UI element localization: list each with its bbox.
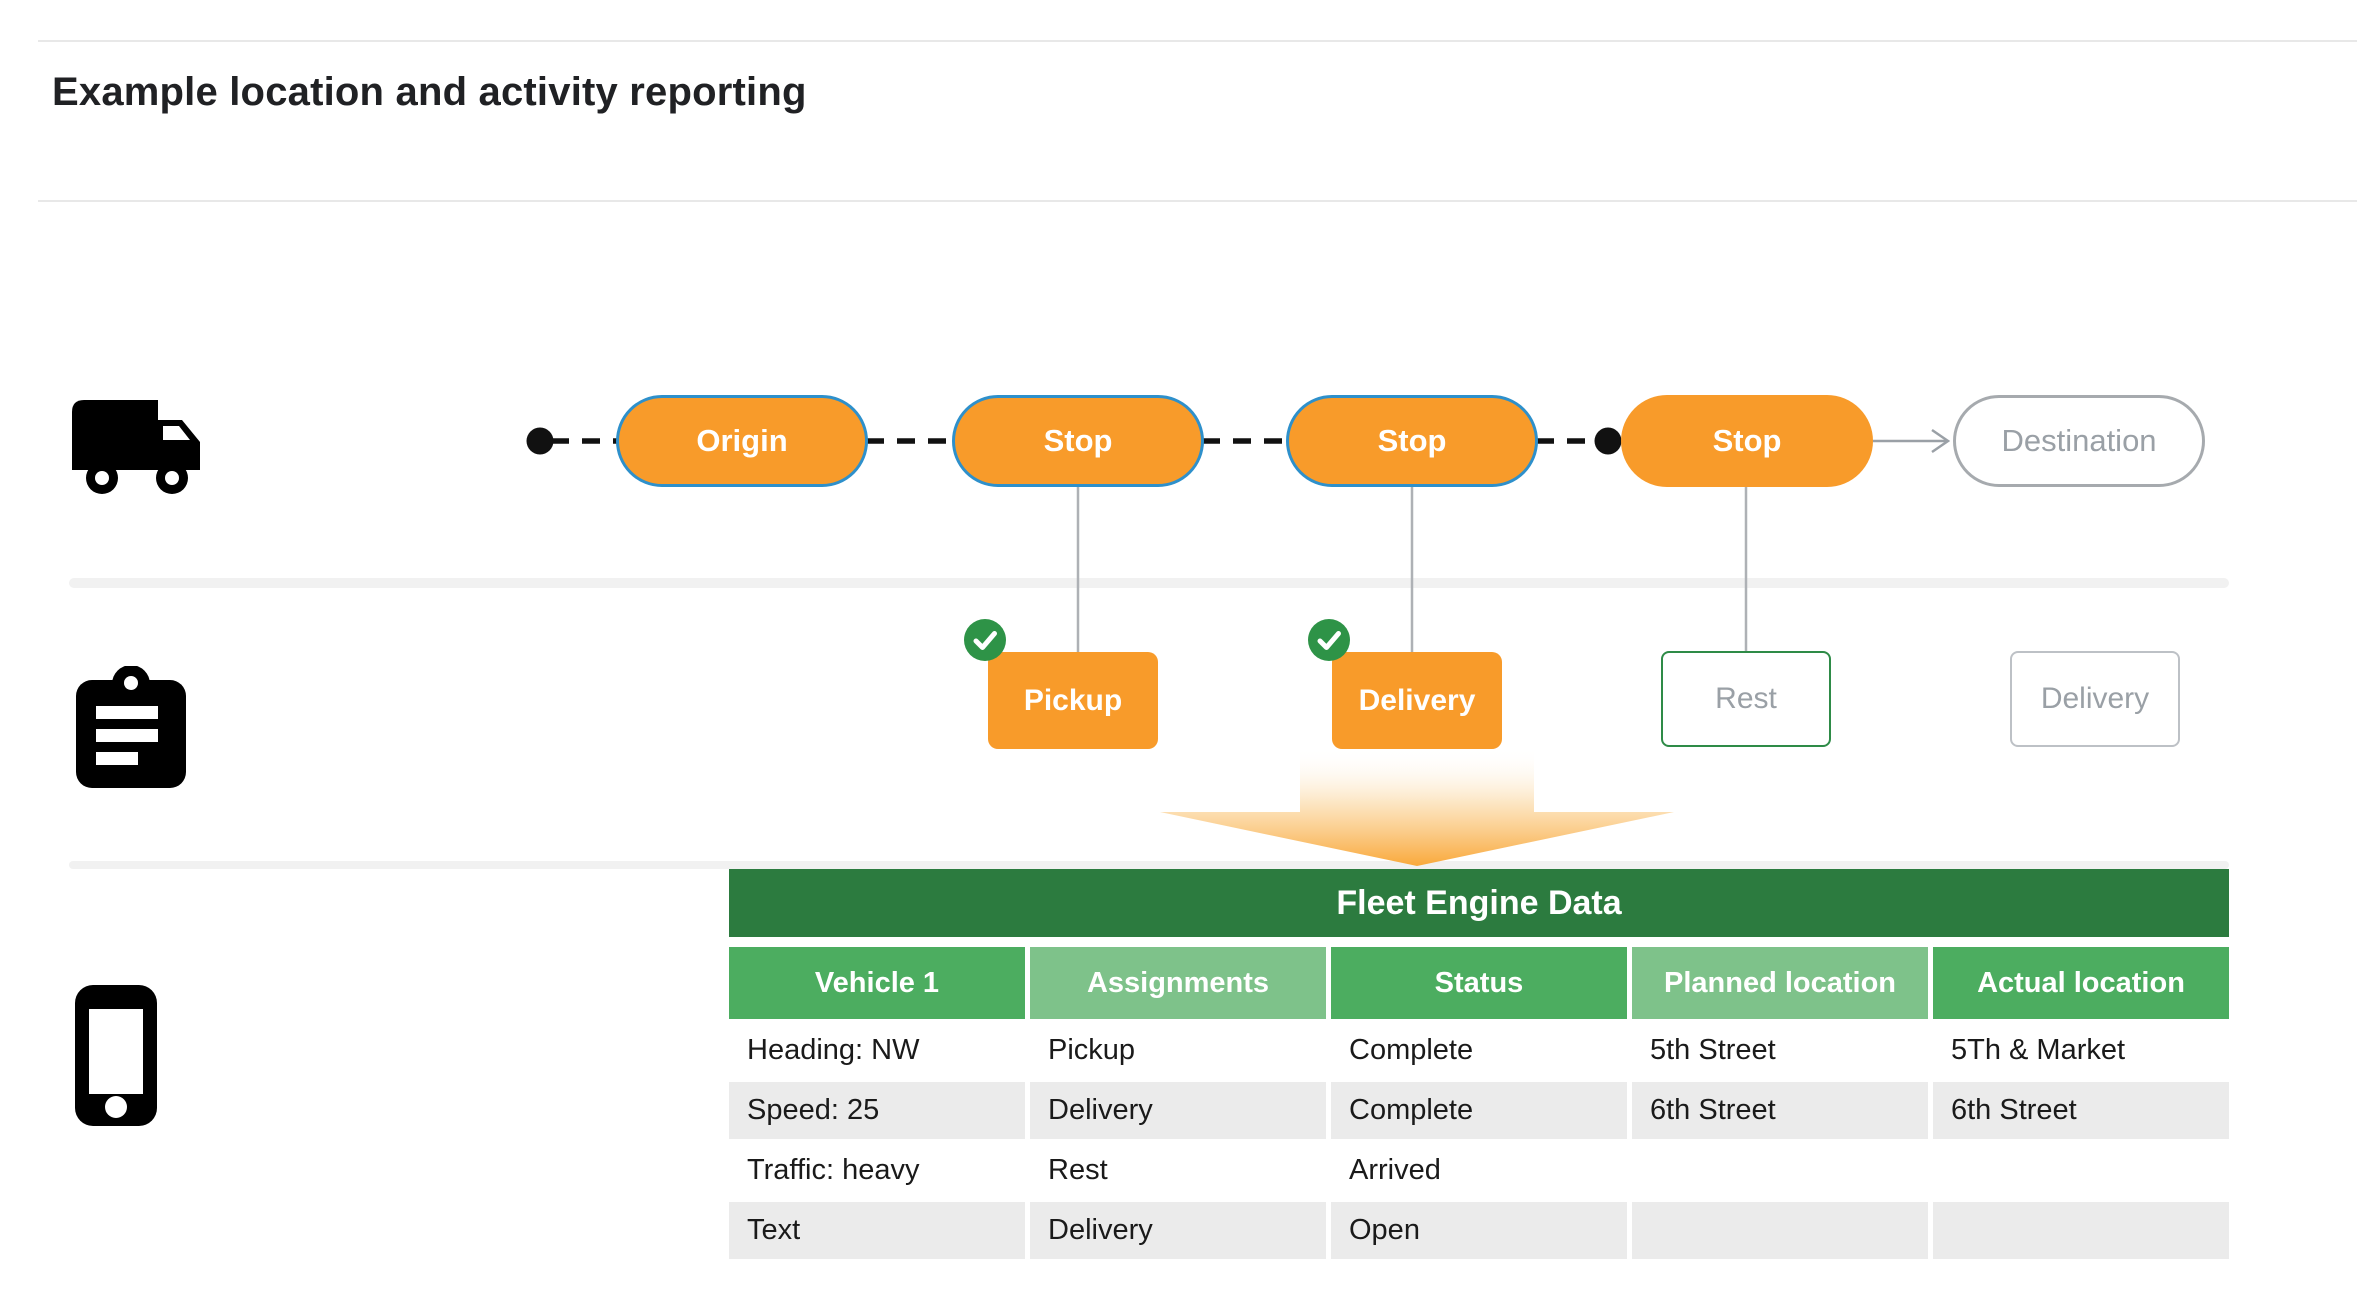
activity-label: Pickup <box>1023 683 1123 717</box>
phone-icon <box>75 985 157 1126</box>
activity-label: Rest <box>1715 682 1777 715</box>
activity-delivery-2: Delivery <box>2010 651 2180 747</box>
route-node-destination: Destination <box>1953 395 2205 487</box>
table-title: Fleet Engine Data <box>729 869 2229 937</box>
route-node-stop-3: Stop <box>1621 395 1873 487</box>
table-cell: Speed: 25 <box>729 1082 1025 1139</box>
route-node-label: Destination <box>2001 423 2157 458</box>
table-column-header: Actual location <box>1933 947 2229 1019</box>
table-cell <box>1933 1202 2229 1259</box>
route-start-dot <box>526 427 554 455</box>
route-node-origin: Origin <box>616 395 868 487</box>
table-column-header: Planned location <box>1632 947 1928 1019</box>
route-node-label: Stop <box>1377 423 1447 458</box>
route-node-label: Stop <box>1043 423 1113 458</box>
table-cell: Rest <box>1048 1154 1108 1186</box>
clipboard-icon <box>76 666 186 788</box>
section-divider <box>69 578 2229 588</box>
table-cell: Pickup <box>1048 1034 1136 1066</box>
table-cell: Heading: NW <box>747 1034 920 1066</box>
table-column-header: Status <box>1331 947 1627 1019</box>
table-cell <box>1632 1142 1928 1199</box>
section-divider <box>69 861 2229 869</box>
table-cell: Traffic: heavy <box>747 1154 920 1186</box>
table-cell: 5Th & Market <box>1951 1034 2126 1066</box>
activity-pickup: Pickup <box>988 652 1158 749</box>
route-node-label: Origin <box>696 423 788 458</box>
table-cell: 5th Street <box>1650 1034 1776 1066</box>
activity-delivery-1: Delivery <box>1332 652 1502 749</box>
data-flow-arrow <box>1160 748 1674 866</box>
divider-line <box>38 200 2357 202</box>
check-icon <box>964 619 1006 661</box>
check-icon <box>1308 619 1350 661</box>
table-cell: 6th Street <box>1933 1082 2229 1139</box>
table-column-header: Assignments <box>1030 947 1326 1019</box>
route-node-stop-2: Stop <box>1286 395 1538 487</box>
route-node-label: Stop <box>1712 423 1782 458</box>
table-column-header: Vehicle 1 <box>729 947 1025 1019</box>
table-cell: Arrived <box>1349 1154 1441 1186</box>
table-cell: Delivery <box>1030 1082 1326 1139</box>
route-node-stop-1: Stop <box>952 395 1204 487</box>
divider-line <box>38 40 2357 42</box>
table-cell: Open <box>1331 1202 1627 1259</box>
table-cell: Text <box>729 1202 1025 1259</box>
table-cell: Complete <box>1331 1082 1627 1139</box>
table-cell: 6th Street <box>1632 1082 1928 1139</box>
activity-rest: Rest <box>1661 651 1831 747</box>
page-title: Example location and activity reporting <box>52 70 807 114</box>
table-cell <box>1632 1202 1928 1259</box>
fleet-data-table: Vehicle 1 Assignments Status Planned loc… <box>729 947 2229 1259</box>
route-progress-dot <box>1594 427 1622 455</box>
table-cell <box>1933 1142 2229 1199</box>
activity-label: Delivery <box>2040 682 2150 715</box>
truck-icon <box>72 400 200 494</box>
activity-label: Delivery <box>1358 683 1476 717</box>
destination-arrow-head <box>1931 428 1951 454</box>
table-cell: Delivery <box>1030 1202 1326 1259</box>
table-cell: Complete <box>1349 1034 1474 1066</box>
